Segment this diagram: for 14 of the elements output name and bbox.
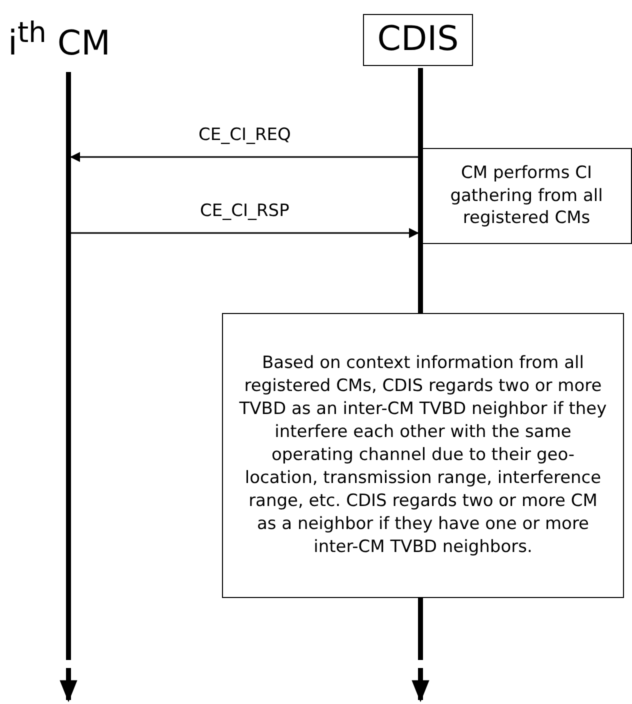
lifeline-bar [418, 68, 423, 313]
lifeline-bar [66, 72, 71, 660]
lifeline-arrowhead [60, 668, 78, 702]
lifeline-arrowhead [412, 668, 430, 702]
participant-box [363, 14, 473, 66]
message-arrow [70, 152, 418, 162]
note-box [421, 148, 632, 244]
note-box [222, 313, 624, 598]
participant-name: i$^{th}$ CM [8, 15, 110, 66]
participant-name: CDIS [377, 18, 459, 62]
lifeline-bar [418, 598, 423, 660]
note-text: CM performs CI gathering from all registered CMs [449, 162, 604, 230]
note-text: Based on context information from all registered CMs, CDIS regards two or more TVBD as an inter-CM TVBD neighbor if they interfere each other with the same operating channel due to their geo-location, transmission range, interference range, etc. CDIS regards two or more CM as a neighbor if they have one or more inter-CM TVBD neighbors. [238, 352, 608, 559]
message-arrow [71, 228, 419, 238]
